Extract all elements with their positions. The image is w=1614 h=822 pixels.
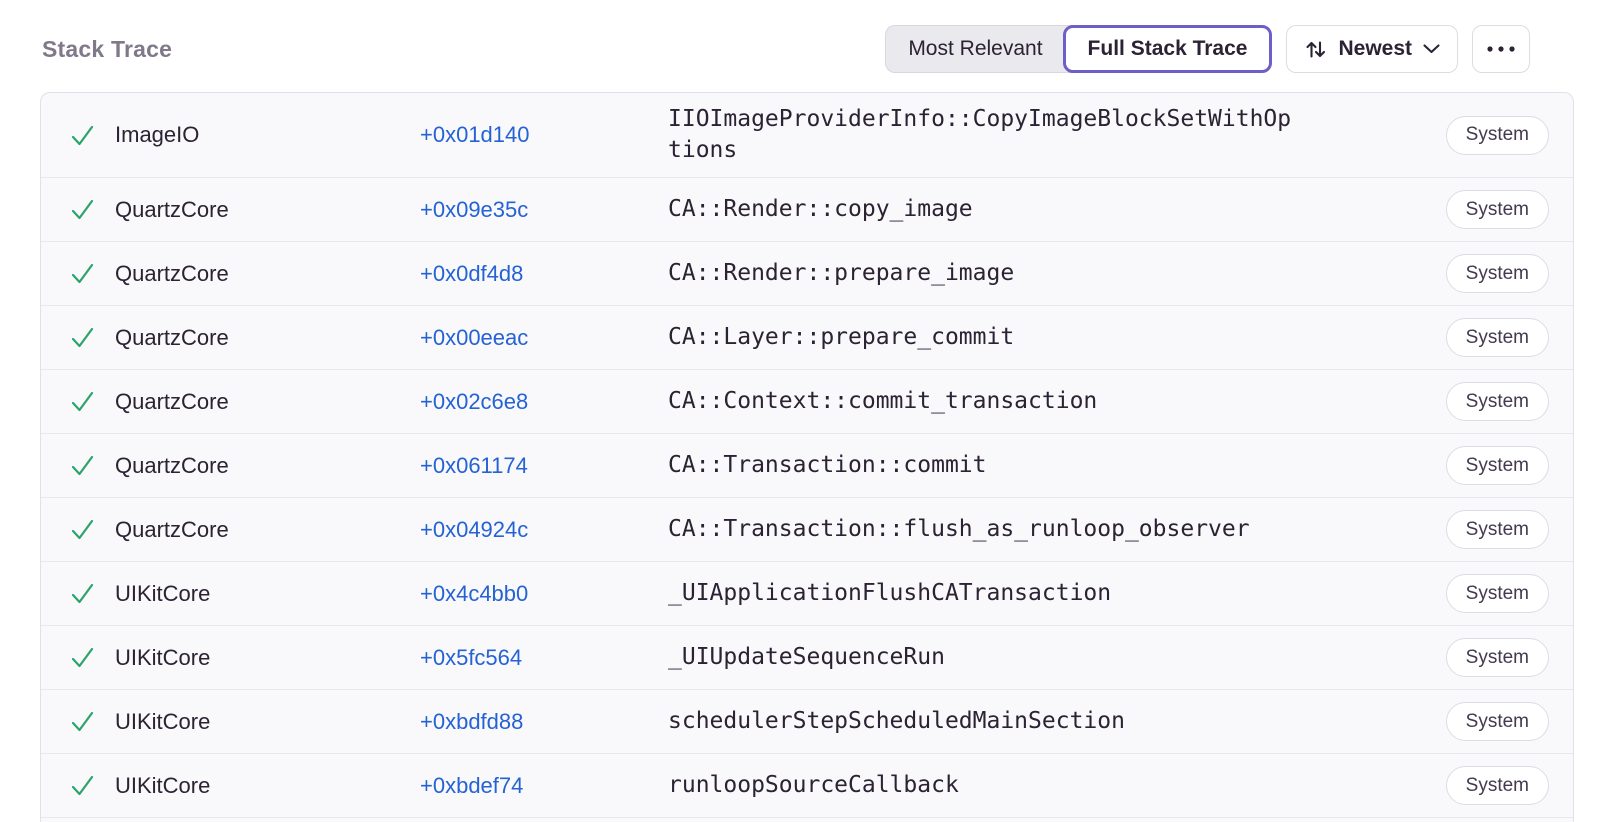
frame-origin-badge: System	[1445, 446, 1549, 485]
checkmark-icon	[68, 195, 115, 224]
stack-frame-row[interactable]: UIKitCore +0xbdef74 runloopSourceCallbac…	[41, 754, 1573, 818]
frame-function: IIOImageProviderInfo::CopyImageBlockSetW…	[668, 106, 1292, 163]
frame-function: CA::Context::commit_transaction	[668, 388, 1098, 414]
frame-module: QuartzCore	[115, 260, 229, 286]
chevron-down-icon	[1423, 44, 1440, 54]
stack-frame-row[interactable]: QuartzCore +0x04924c CA::Transaction::fl…	[41, 498, 1573, 562]
stack-frame-row[interactable]: UIKitCore +0x5fc564 _UIUpdateSequenceRun…	[41, 626, 1573, 690]
frame-origin-badge: System	[1445, 702, 1549, 741]
stack-frame-row[interactable]: QuartzCore +0x061174 CA::Transaction::co…	[41, 434, 1573, 498]
frame-address-link[interactable]: +0x04924c	[420, 516, 529, 542]
frame-origin-badge: System	[1445, 254, 1549, 293]
frame-function: _UIUpdateSequenceRun	[668, 644, 945, 670]
most-relevant-button[interactable]: Most Relevant	[885, 25, 1073, 73]
frame-address-link[interactable]: +0x01d140	[420, 122, 530, 147]
checkmark-icon	[68, 121, 115, 150]
full-stack-trace-button[interactable]: Full Stack Trace	[1062, 25, 1273, 73]
stack-frame-row[interactable]: UIKitCore +0xbdfd88 schedulerStepSchedul…	[41, 690, 1573, 754]
frame-address-link[interactable]: +0x09e35c	[420, 196, 529, 222]
frame-address-link[interactable]: +0x0df4d8	[420, 260, 524, 286]
trace-view-segmented-control: Most Relevant Full Stack Trace	[885, 25, 1273, 73]
stack-frame-row[interactable]: ImageIO +0x01d140 IIOImageProviderInfo::…	[41, 93, 1573, 178]
sort-arrows-icon	[1304, 38, 1327, 61]
frame-module: QuartzCore	[115, 324, 229, 350]
frame-origin-badge: System	[1445, 510, 1549, 549]
frame-function: _UIApplicationFlushCATransaction	[668, 580, 1112, 606]
frame-address-link[interactable]: +0x4c4bb0	[420, 580, 529, 606]
frame-origin-badge: System	[1445, 766, 1549, 805]
frame-function: runloopSourceCallback	[668, 772, 959, 798]
frame-address-link[interactable]: +0xbdef74	[420, 772, 524, 798]
stack-frame-row[interactable]: QuartzCore +0x09e35c CA::Render::copy_im…	[41, 178, 1573, 242]
checkmark-icon	[68, 515, 115, 544]
frame-module: QuartzCore	[115, 388, 229, 414]
frame-module: QuartzCore	[115, 452, 229, 478]
frame-origin-badge: System	[1445, 115, 1549, 155]
frame-module: UIKitCore	[115, 772, 211, 798]
frame-module: ImageIO	[115, 122, 200, 147]
checkmark-icon	[68, 259, 115, 288]
page-title: Stack Trace	[42, 35, 173, 62]
frame-origin-badge: System	[1445, 318, 1549, 357]
checkmark-icon	[68, 451, 115, 480]
sort-newest-button[interactable]: Newest	[1286, 25, 1458, 73]
frame-function: CA::Render::copy_image	[668, 196, 973, 222]
frame-module: QuartzCore	[115, 196, 229, 222]
frame-function: CA::Render::prepare_image	[668, 260, 1015, 286]
frame-module: QuartzCore	[115, 516, 229, 542]
frame-origin-badge: System	[1445, 382, 1549, 421]
stack-frame-row[interactable]: QuartzCore +0x00eeac CA::Layer::prepare_…	[41, 306, 1573, 370]
frame-function: CA::Layer::prepare_commit	[668, 324, 1015, 350]
frame-origin-badge: System	[1445, 190, 1549, 229]
frame-address-link[interactable]: +0x02c6e8	[420, 388, 529, 414]
stack-trace-header: Stack Trace Most Relevant Full Stack Tra…	[0, 0, 1614, 73]
stack-frame-row[interactable]: QuartzCore +0x0df4d8 CA::Render::prepare…	[41, 242, 1573, 306]
frame-module: UIKitCore	[115, 708, 211, 734]
frame-function: CA::Transaction::commit	[668, 452, 987, 478]
ellipsis-icon	[1486, 45, 1516, 53]
frame-address-link[interactable]: +0xbdfd88	[420, 708, 524, 734]
frame-module: UIKitCore	[115, 580, 211, 606]
sort-button-label: Newest	[1338, 37, 1412, 60]
checkmark-icon	[68, 707, 115, 736]
frame-address-link[interactable]: +0x00eeac	[420, 324, 529, 350]
frame-function: CA::Transaction::flush_as_runloop_observ…	[668, 516, 1250, 542]
stack-frame-list: ImageIO +0x01d140 IIOImageProviderInfo::…	[40, 92, 1574, 822]
frame-address-link[interactable]: +0x061174	[420, 452, 528, 478]
frame-origin-badge: System	[1445, 638, 1549, 677]
frame-function: schedulerStepScheduledMainSection	[668, 708, 1125, 734]
header-controls: Most Relevant Full Stack Trace Newest	[885, 25, 1530, 73]
checkmark-icon	[68, 579, 115, 608]
checkmark-icon	[68, 323, 115, 352]
checkmark-icon	[68, 643, 115, 672]
stack-frame-row[interactable]: UIKitCore +0x4c4bb0 _UIApplicationFlushC…	[41, 562, 1573, 626]
checkmark-icon	[68, 387, 115, 416]
stack-frame-row[interactable]: QuartzCore +0x02c6e8 CA::Context::commit…	[41, 370, 1573, 434]
frame-origin-badge: System	[1445, 574, 1549, 613]
more-options-button[interactable]	[1472, 25, 1530, 73]
checkmark-icon	[68, 771, 115, 800]
frame-address-link[interactable]: +0x5fc564	[420, 644, 523, 670]
frame-module: UIKitCore	[115, 644, 211, 670]
